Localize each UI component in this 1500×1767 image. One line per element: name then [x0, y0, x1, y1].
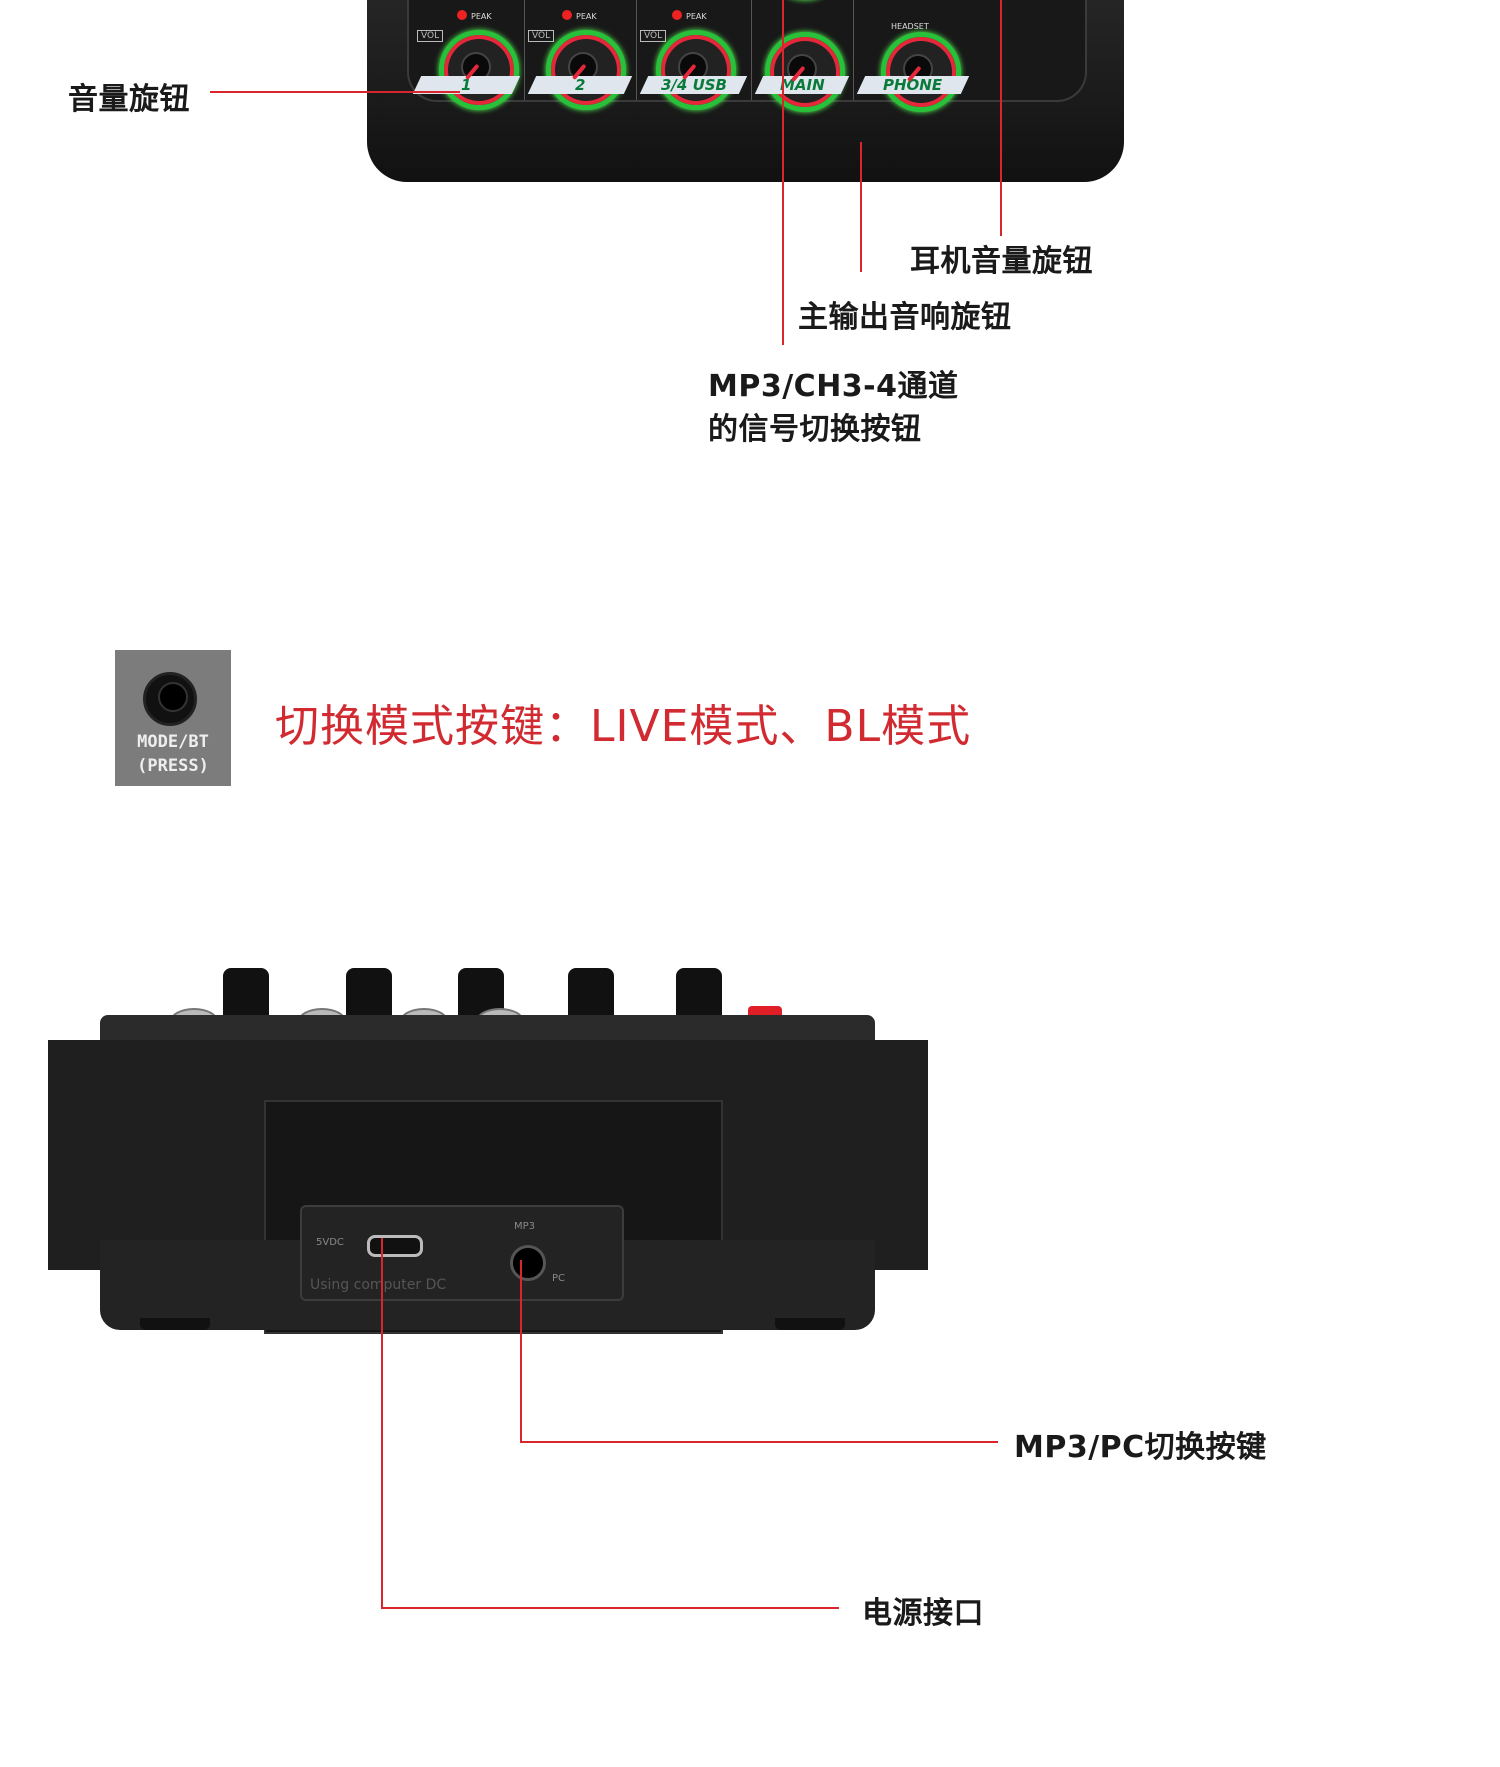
peak-led: [457, 10, 467, 20]
peak-led: [672, 10, 682, 20]
vol-label: VOL: [528, 30, 555, 42]
knob: [346, 968, 392, 1024]
mixer-top-panel: PEAK VOL 1 PEAK VOL 2 PEAK VOL 3/4 USB M…: [367, 0, 1124, 182]
main-output-knob[interactable]: [765, 32, 845, 112]
mp3-pc-switch-callout: MP3/PC切换按键: [1014, 1430, 1267, 1465]
peak-led: [562, 10, 572, 20]
rubber-foot: [140, 1318, 210, 1330]
callout-line: [782, 0, 784, 345]
callout-line: [381, 1238, 383, 1608]
vol-label: VOL: [640, 30, 667, 42]
knob: [676, 968, 722, 1024]
mp3-pc-switch-button[interactable]: [510, 1245, 546, 1281]
mixer-control-strip: PEAK VOL 1 PEAK VOL 2 PEAK VOL 3/4 USB M…: [407, 0, 1087, 112]
rubber-foot: [775, 1318, 845, 1330]
channel-label: PHONE: [856, 76, 970, 94]
mode-line1: MODE/BT: [137, 732, 209, 752]
power-port-callout: 电源接口: [862, 1596, 984, 1631]
main-output-callout: 主输出音响旋钮: [798, 300, 1012, 335]
channel-main: MAIN: [751, 0, 854, 112]
pc-label: PC: [552, 1273, 566, 1284]
headset-label: HEADSET: [891, 22, 929, 31]
mode-bt-text: MODE/BT (PRESS): [119, 730, 227, 778]
channel-label: 2: [527, 76, 633, 94]
mode-line2: (PRESS): [137, 756, 209, 776]
mode-bt-button-photo: MODE/BT (PRESS): [115, 650, 231, 786]
power-label: 5VDC: [316, 1237, 344, 1248]
callout-line: [381, 1607, 839, 1609]
volume-knob-callout: 音量旋钮: [68, 82, 190, 117]
channel-1: PEAK VOL 1: [409, 0, 525, 110]
callout-line: [1000, 0, 1002, 236]
callout-line: [860, 142, 862, 272]
channel-3-4-usb: PEAK VOL 3/4 USB: [636, 0, 752, 110]
callout-line: [520, 1441, 998, 1443]
usb-c-power-port[interactable]: [367, 1235, 423, 1257]
headphone-volume-callout: 耳机音量旋钮: [910, 244, 1093, 279]
vol-label: VOL: [417, 30, 444, 42]
peak-label: PEAK: [471, 12, 492, 21]
port-plate: 5VDC MP3 PC Using computer DC: [300, 1205, 624, 1301]
channel-2: PEAK VOL 2: [524, 0, 637, 110]
plate-note: Using computer DC: [310, 1277, 447, 1293]
volume-knob-1[interactable]: [439, 30, 519, 110]
mode-bt-button[interactable]: [143, 672, 197, 726]
headphone-volume-knob[interactable]: [881, 32, 961, 112]
callout-line: [210, 91, 460, 93]
knob: [568, 968, 614, 1024]
callout-line: [520, 1260, 522, 1442]
mp3-label: MP3: [514, 1221, 536, 1232]
volume-knob-2[interactable]: [546, 30, 626, 110]
channel-label: 3/4 USB: [639, 76, 748, 94]
channel-phone: HEADSET PHONE: [853, 0, 973, 112]
peak-label: PEAK: [576, 12, 597, 21]
peak-label: PEAK: [686, 12, 707, 21]
volume-knob-3-4[interactable]: [656, 30, 736, 110]
mode-headline: 切换模式按键：LIVE模式、BL模式: [275, 701, 972, 752]
knob: [223, 968, 269, 1024]
signal-switch-line1: MP3/CH3-4通道: [708, 369, 959, 404]
channel-label: MAIN: [754, 76, 850, 94]
signal-switch-callout: MP3/CH3-4通道 的信号切换按钮: [708, 365, 959, 451]
signal-switch-line2: 的信号切换按钮: [708, 412, 922, 447]
